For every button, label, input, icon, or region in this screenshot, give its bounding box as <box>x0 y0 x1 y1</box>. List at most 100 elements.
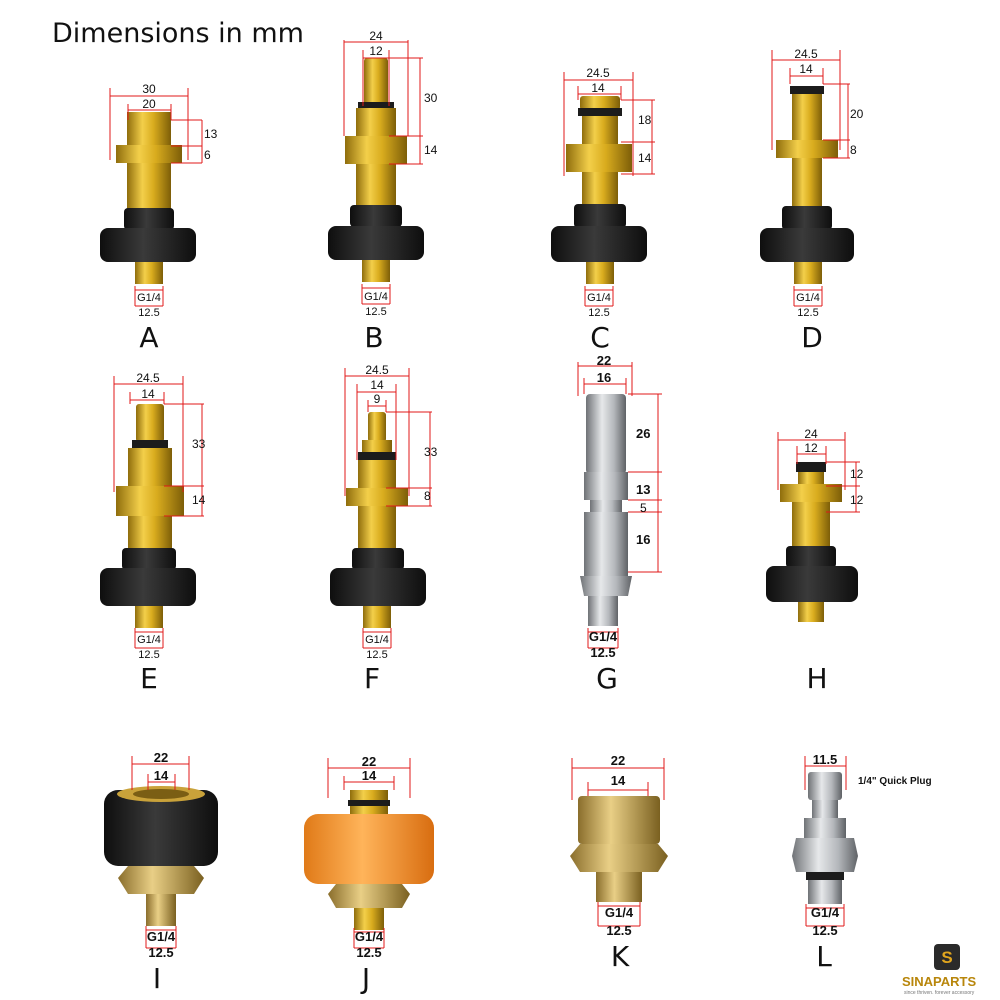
adapter-c-thread-label: G1/4 <box>587 292 611 304</box>
adapter-k-outer-diameter: 22 <box>611 753 625 768</box>
adapter-i-thread-label: G1/4 <box>147 929 176 944</box>
page-title: Dimensions in mm <box>52 18 304 49</box>
adapter-i: 22 14 G1/4 12.5 I <box>104 750 218 995</box>
adapter-k-inner-diameter: 14 <box>611 773 626 788</box>
adapter-b-thread-label: G1/4 <box>364 291 388 303</box>
adapter-c-letter: C <box>590 321 610 354</box>
adapter-a: 30 20 13 6 G1/4 12.5 A <box>100 82 218 354</box>
adapter-b-outer-diameter: 24 <box>369 29 383 43</box>
adapter-h-height-2: 12 <box>850 493 864 507</box>
adapter-f-thread-width: 12.5 <box>366 649 387 661</box>
adapter-g-outer-diameter: 22 <box>597 353 611 368</box>
brand-logo-icon <box>934 944 960 970</box>
brand-name: SINAPARTS <box>902 974 976 989</box>
adapter-i-image <box>104 786 218 926</box>
adapter-l-thread-label: G1/4 <box>811 905 840 920</box>
adapter-d-letter: D <box>801 321 823 354</box>
adapter-g-height-3: 5 <box>640 501 647 515</box>
adapter-j-outer-diameter: 22 <box>362 754 376 769</box>
adapter-f-inner-diameter-2: 9 <box>374 392 381 406</box>
adapter-h-inner-diameter: 12 <box>804 441 818 455</box>
adapter-c-outer-diameter: 24.5 <box>586 66 610 80</box>
adapter-l: 11.5 1/4" Quick Plug G1/4 12.5 L <box>792 752 932 973</box>
adapter-f-thread-label: G1/4 <box>365 634 389 646</box>
adapter-e: 24.5 14 33 14 G1/4 12.5 E <box>100 371 206 695</box>
adapter-h-letter: H <box>806 662 827 695</box>
adapter-h-outer-diameter: 24 <box>804 427 818 441</box>
adapter-a-height-2: 6 <box>204 148 211 162</box>
adapter-i-outer-diameter: 22 <box>154 750 168 765</box>
adapter-k-letter: K <box>611 940 630 973</box>
adapter-l-image <box>792 772 858 904</box>
brand-logo-letter: S <box>941 948 952 967</box>
adapter-f-letter: F <box>364 662 380 695</box>
adapter-c-height-2: 14 <box>638 151 652 165</box>
brand-logo: S SINAPARTS since thriven. forever acces… <box>902 944 976 996</box>
adapter-e-thread-width: 12.5 <box>138 649 159 661</box>
adapter-a-letter: A <box>139 321 158 354</box>
adapter-c-inner-diameter: 14 <box>591 81 605 95</box>
adapter-k-thread-width: 12.5 <box>606 923 631 938</box>
adapter-e-height-1: 33 <box>192 437 206 451</box>
adapter-h-image <box>766 462 858 622</box>
adapter-l-letter: L <box>816 940 832 973</box>
adapter-j: 22 14 G1/4 12.5 J <box>304 754 434 995</box>
adapter-i-letter: I <box>153 962 161 995</box>
adapter-d: 24.5 14 20 8 G1/4 12.5 D <box>760 47 864 354</box>
adapter-l-thread-width: 12.5 <box>812 923 837 938</box>
brand-tagline: since thriven. forever accessory <box>904 990 975 996</box>
adapter-g-height-1: 26 <box>636 426 650 441</box>
adapter-e-height-2: 14 <box>192 493 206 507</box>
adapter-j-thread-width: 12.5 <box>356 945 381 960</box>
adapter-e-image <box>100 404 196 628</box>
adapter-e-outer-diameter: 24.5 <box>136 371 160 385</box>
adapter-j-letter: J <box>360 962 370 995</box>
adapter-a-thread-width: 12.5 <box>138 307 159 319</box>
adapter-i-thread-width: 12.5 <box>148 945 173 960</box>
adapter-b-letter: B <box>364 321 383 354</box>
adapter-l-outer-diameter: 11.5 <box>813 752 838 767</box>
adapter-d-height-1: 20 <box>850 107 864 121</box>
adapter-b-height-2: 14 <box>424 143 438 157</box>
adapter-f-outer-diameter: 24.5 <box>365 363 389 377</box>
adapter-e-letter: E <box>140 662 158 695</box>
adapter-k: 22 14 G1/4 12.5 K <box>570 753 668 973</box>
adapter-b-image <box>328 58 424 282</box>
adapter-c-image <box>551 96 647 284</box>
adapter-g: 22 16 26 13 5 16 G1/4 12.5 G <box>577 353 662 695</box>
adapter-j-inner-diameter: 14 <box>362 768 377 783</box>
adapter-h-height-1: 12 <box>850 467 864 481</box>
adapter-d-inner-diameter: 14 <box>799 62 813 76</box>
adapter-g-image <box>580 394 632 626</box>
adapter-k-thread-label: G1/4 <box>605 905 634 920</box>
adapter-b: 24 12 30 14 G1/4 12.5 B <box>328 29 438 354</box>
adapter-c-height-1: 18 <box>638 113 652 127</box>
adapter-d-thread-width: 12.5 <box>797 307 818 319</box>
adapter-a-inner-diameter: 20 <box>142 97 156 111</box>
adapter-l-note: 1/4" Quick Plug <box>858 776 932 787</box>
adapter-f-height-2: 8 <box>424 489 431 503</box>
adapter-i-inner-diameter: 14 <box>154 768 169 783</box>
adapter-g-thread-label: G1/4 <box>589 629 618 644</box>
adapter-f-image <box>330 412 426 628</box>
adapter-a-height-1: 13 <box>204 127 218 141</box>
adapter-f-height-1: 33 <box>424 445 438 459</box>
adapter-g-letter: G <box>596 662 618 695</box>
adapter-g-thread-width: 12.5 <box>590 645 615 660</box>
adapter-c: 24.5 14 18 14 G1/4 12.5 C <box>551 66 655 354</box>
adapter-a-thread-label: G1/4 <box>137 292 161 304</box>
adapter-d-height-2: 8 <box>850 143 857 157</box>
adapter-f-inner-diameter: 14 <box>370 378 384 392</box>
adapter-h: 24 12 12 12 H <box>766 427 864 695</box>
adapter-j-image <box>304 790 434 930</box>
adapter-k-image <box>570 796 668 902</box>
adapter-e-inner-diameter: 14 <box>141 387 155 401</box>
adapter-d-image <box>760 86 854 284</box>
adapter-b-height-1: 30 <box>424 91 438 105</box>
adapter-c-thread-width: 12.5 <box>588 307 609 319</box>
adapter-a-image <box>100 112 196 284</box>
adapter-g-height-4: 16 <box>636 532 650 547</box>
adapter-j-thread-label: G1/4 <box>355 929 384 944</box>
adapter-e-thread-label: G1/4 <box>137 634 161 646</box>
